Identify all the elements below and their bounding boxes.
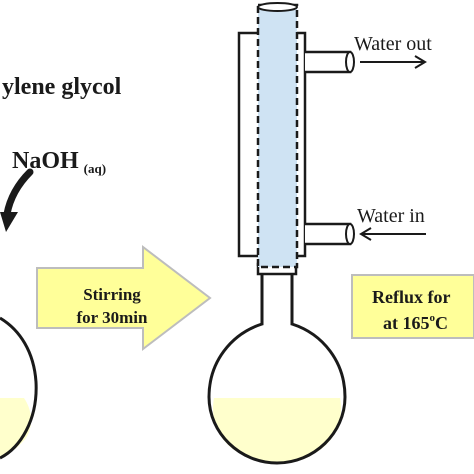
reagent-naoh-label: NaOH (aq): [12, 148, 106, 176]
water-out-arrow-head: [414, 55, 427, 69]
water-inlet-opening: [345, 223, 355, 245]
left-flask-outline: [0, 316, 38, 460]
reagent-ethylene-glycol-label: ylene glycol: [2, 74, 122, 100]
reflux-label-line2: at 165oC: [383, 312, 448, 333]
addition-arrow: [0, 168, 34, 232]
flask-liquid: [213, 398, 341, 462]
stirring-arrow-shape: [36, 244, 212, 352]
water-inlet-tube: [305, 222, 352, 246]
reflux-temp-unit: C: [435, 313, 448, 333]
reflux-arrow-shape: [351, 274, 474, 339]
water-in-arrow-head: [359, 227, 372, 241]
naoh-state: (aq): [84, 161, 106, 176]
water-out-label: Water out: [354, 33, 432, 55]
addition-arrow-shaft: [3, 168, 34, 218]
left-flask-liquid: [0, 398, 32, 456]
reflux-temp-main: at 165: [383, 313, 430, 333]
reflux-apparatus: [207, 2, 355, 465]
reflux-label-line1: Reflux for: [372, 287, 450, 307]
water-out-arrow: [360, 55, 427, 69]
water-in-arrow: [359, 227, 426, 241]
left-flask: [0, 316, 38, 460]
water-outlet-tube: [305, 50, 352, 74]
stirring-label-line2: for 30min: [77, 308, 149, 327]
addition-arrow-head: [0, 212, 18, 232]
naoh-formula: NaOH: [12, 148, 79, 174]
condenser-inner-tube: [256, 3, 299, 269]
condenser-top-opening: [257, 2, 298, 12]
stirring-label-line1: Stirring: [83, 285, 141, 304]
water-in-label: Water in: [357, 205, 425, 227]
reflux-arrow: Reflux for at 165oC: [351, 274, 474, 339]
stirring-arrow: Stirring for 30min: [36, 244, 212, 352]
water-outlet-opening: [345, 51, 355, 73]
flask-outline: [207, 272, 347, 465]
reflux-temp-degree: o: [430, 312, 436, 324]
